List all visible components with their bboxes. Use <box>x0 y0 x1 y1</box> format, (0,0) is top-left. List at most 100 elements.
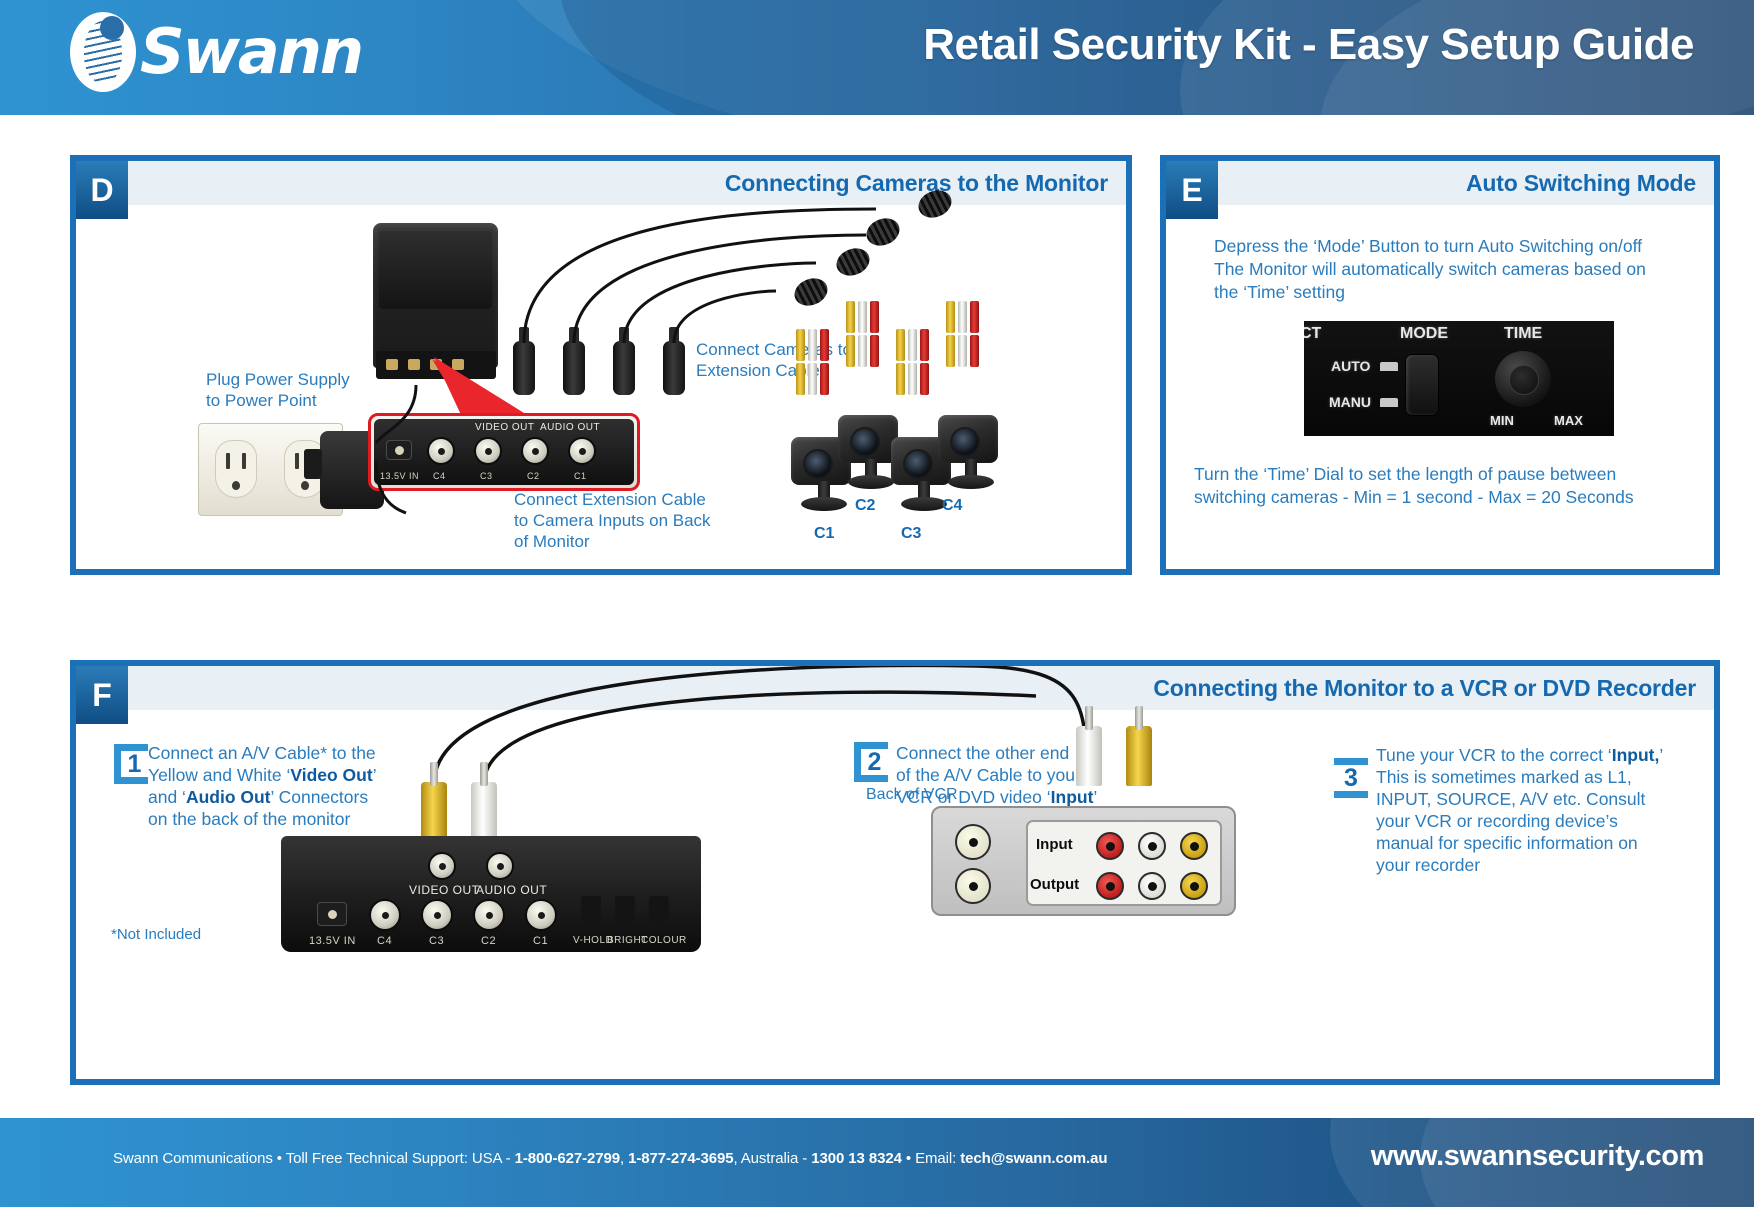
rca-plug-yellow-monitor <box>421 762 447 842</box>
port-label-c1: C1 <box>574 471 587 481</box>
page-title: Retail Security Kit - Easy Setup Guide <box>923 20 1694 69</box>
header-swoosh-3 <box>1180 0 1754 115</box>
f-dc-input-jack <box>317 902 347 926</box>
step-2-line2: of the A/V Cable to your <box>896 765 1081 785</box>
step-1-line2-a: Yellow and White ‘ <box>148 765 291 785</box>
camera-c2-neck <box>865 459 877 479</box>
step-3-line4: your VCR or recording device’s <box>1376 811 1618 831</box>
vcr-input-jack-red <box>1096 832 1124 860</box>
footer-phone-usa-2: 1-877-274-3695 <box>628 1150 734 1167</box>
label-cameras-line2: Extension Cable <box>696 361 820 380</box>
swann-logo-text: Swann <box>140 15 364 88</box>
swann-logo: Swann <box>70 12 364 92</box>
panel-e-body-line2: The Monitor will automatically switch ca… <box>1214 259 1646 279</box>
f-port-label-c1: C1 <box>533 935 549 947</box>
colour-control[interactable] <box>649 896 669 922</box>
panel-e-body: Depress the ‘Mode’ Button to turn Auto S… <box>1214 235 1684 304</box>
vcr-input-jack-yellow <box>1180 832 1208 860</box>
camera-c2 <box>838 415 898 463</box>
camera-input-c3 <box>474 437 502 465</box>
f-camera-input-c1 <box>525 899 557 931</box>
rca-connector-trio-c3 <box>896 329 930 395</box>
vcr-av-block: Input Output <box>1026 820 1222 906</box>
panel-d-letter: D <box>76 161 128 219</box>
f-port-label-dc-in: 13.5V IN <box>309 935 356 947</box>
vcr-aerial-jack-2 <box>955 868 991 904</box>
panel-e-body-line3: the ‘Time’ setting <box>1214 282 1345 302</box>
photo-label-time: TIME <box>1504 325 1543 342</box>
step-3-line1: Tune your VCR to the correct ‘Input,’ <box>1376 744 1666 766</box>
camera-c4 <box>938 415 998 463</box>
footer-text-a: Swann Communications • Toll Free Technic… <box>113 1150 515 1167</box>
step-1-line3: and ‘Audio Out’ Connectors <box>148 786 378 808</box>
panel-e-letter: E <box>1166 161 1218 219</box>
step-3-line2: This is sometimes marked as L1, <box>1376 767 1632 787</box>
panel-e-titlebar: Auto Switching Mode <box>1218 161 1714 205</box>
photo-label-select: CT <box>1304 325 1322 342</box>
f-port-label-v-hold: V-HOLD <box>573 935 614 946</box>
f-port-label-bright: BRIGHT <box>607 935 648 946</box>
vcr-output-jack-red <box>1096 872 1124 900</box>
label-cameras-line1: Connect Cameras to <box>696 340 852 359</box>
f-camera-input-c2 <box>473 899 505 931</box>
step-2-text: Connect the other end of the A/V Cable t… <box>896 742 1136 808</box>
photo-label-min: MIN <box>1490 413 1514 428</box>
monitor-back-surface: VIDEO OUT AUDIO OUT 13.5V IN C4 C3 C2 C1 <box>374 419 634 485</box>
f-port-label-colour: COLOUR <box>641 935 687 946</box>
mode-button[interactable] <box>1405 354 1439 416</box>
panel-d-connecting-cameras: D Connecting Cameras to the Monitor Plug… <box>70 155 1132 575</box>
header-swoosh-2 <box>560 0 1754 115</box>
port-label-dc-in: 13.5V IN <box>380 471 420 481</box>
dc-input-jack <box>386 440 412 460</box>
rca-connector-trio-c2 <box>846 301 880 367</box>
footer-website-url[interactable]: www.swannsecurity.com <box>1370 1140 1705 1172</box>
photo-label-mode: MODE <box>1400 325 1448 342</box>
panel-e-body-line1: Depress the ‘Mode’ Button to turn Auto S… <box>1214 236 1643 256</box>
panel-e-auto-switching: E Auto Switching Mode Depress the ‘Mode’… <box>1160 155 1720 575</box>
footer-phone-au: 1300 13 8324 <box>811 1150 902 1167</box>
step-3-line5: manual for specific information on <box>1376 833 1638 853</box>
audio-out-jack <box>486 852 514 880</box>
panel-e-footer-line2: switching cameras - Min = 1 second - Max… <box>1194 487 1634 507</box>
vcr-output-jack-white <box>1138 872 1166 900</box>
step-1-audio-out-bold: Audio Out <box>185 787 271 807</box>
manu-indicator-tab <box>1380 398 1398 407</box>
panel-f-letter: F <box>76 666 128 724</box>
step-3-number: 3 <box>1334 758 1368 798</box>
step-1-number: 1 <box>114 744 148 784</box>
video-out-jack <box>428 852 456 880</box>
step-2-input-bold: Input <box>1050 787 1094 807</box>
f-port-label-c4: C4 <box>377 935 393 947</box>
rca-plug-white-monitor <box>471 762 497 842</box>
port-label-c4: C4 <box>433 471 446 481</box>
v-hold-control[interactable] <box>581 896 601 922</box>
panel-d-titlebar: Connecting Cameras to the Monitor <box>128 161 1126 205</box>
f-camera-input-c3 <box>421 899 453 931</box>
vcr-back-panel: Input Output <box>931 806 1236 916</box>
port-label-c3: C3 <box>480 471 493 481</box>
panel-d-title: Connecting Cameras to the Monitor <box>724 169 1108 196</box>
step-1-line2-c: ’ <box>372 765 377 785</box>
panel-e-footer-line1: Turn the ‘Time’ Dial to set the length o… <box>1194 464 1617 484</box>
panel-f-connecting-vcr: F Connecting the Monitor to a VCR or DVD… <box>70 660 1720 1085</box>
label-connect-cameras: Connect Cameras to Extension Cable <box>696 339 866 381</box>
bright-control[interactable] <box>615 896 635 922</box>
rca-plug-white-vcr <box>1076 706 1102 786</box>
camera-input-c4 <box>427 437 455 465</box>
cable-routing-lines <box>374 207 877 515</box>
camera-label-c4: C4 <box>942 497 963 514</box>
footer-email[interactable]: tech@swann.com.au <box>960 1150 1108 1167</box>
time-dial[interactable] <box>1495 351 1551 407</box>
footer-text-b: , <box>619 1150 629 1167</box>
step-3-input-bold: Input, <box>1611 745 1660 765</box>
step-3-line3: INPUT, SOURCE, A/V etc. Consult <box>1376 789 1646 809</box>
outlet-socket-left <box>215 440 257 498</box>
panel-f-titlebar: Connecting the Monitor to a VCR or DVD R… <box>128 666 1714 710</box>
step-3-line1-a: Tune your VCR to the correct ‘ <box>1376 745 1612 765</box>
photo-label-auto: AUTO <box>1331 358 1371 374</box>
camera-input-c2 <box>521 437 549 465</box>
f-port-label-c3: C3 <box>429 935 445 947</box>
swann-logo-icon <box>70 12 136 92</box>
step-1-text: Connect an A/V Cable* to the Yellow and … <box>148 742 378 830</box>
header-swoosh-4 <box>1320 0 1754 115</box>
